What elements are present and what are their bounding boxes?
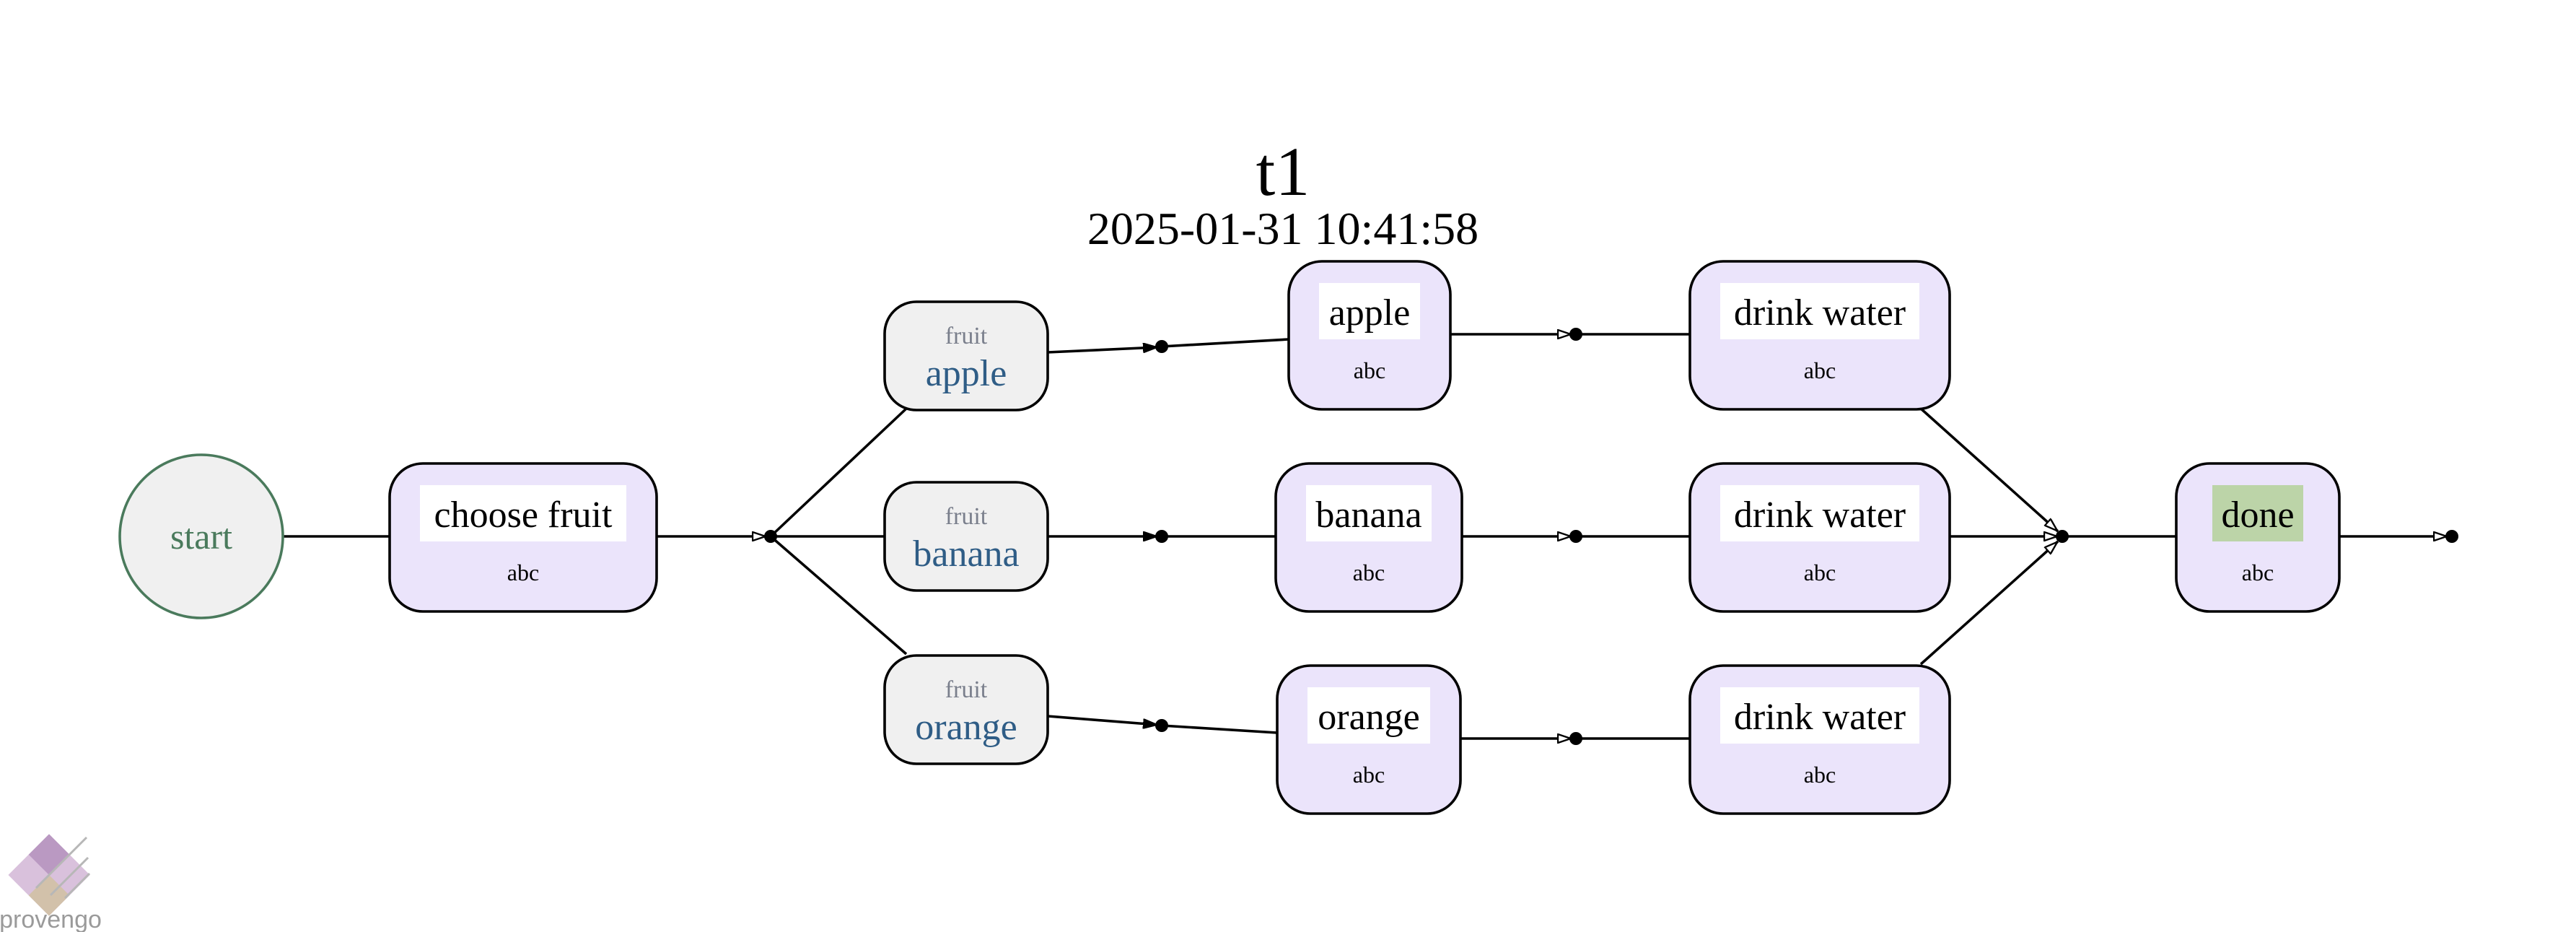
node-sub: abc bbox=[507, 559, 539, 585]
label-backdrop bbox=[1319, 283, 1420, 339]
node-label: drink water bbox=[1734, 697, 1906, 738]
node-label: choose fruit bbox=[434, 495, 613, 536]
label-backdrop bbox=[1307, 687, 1430, 744]
edge-junction-apple-event bbox=[769, 407, 908, 538]
junction-dot bbox=[1155, 719, 1168, 732]
event-kind: fruit bbox=[945, 323, 988, 349]
provengo-logo-text: provengo bbox=[0, 906, 102, 932]
edge-orange-event-dot bbox=[1047, 715, 1157, 725]
edge-drink1-merge bbox=[1919, 407, 2058, 531]
junction-dot bbox=[2056, 530, 2069, 543]
end-dot bbox=[2445, 530, 2458, 543]
edge-drink3-merge bbox=[1919, 541, 2058, 666]
state-node-done[interactable]: done abc bbox=[2175, 462, 2341, 613]
state-node-drink-water-1[interactable]: drink water abc bbox=[1688, 260, 1951, 411]
node-sub: abc bbox=[1804, 559, 1836, 585]
node-sub: abc bbox=[1354, 357, 1385, 383]
state-node-drink-water-3[interactable]: drink water abc bbox=[1688, 664, 1951, 815]
logo-lines bbox=[35, 836, 91, 900]
label-backdrop bbox=[1720, 687, 1919, 744]
node-label: apple bbox=[1329, 292, 1411, 334]
node-sub: abc bbox=[2242, 559, 2274, 585]
event-node-orange[interactable]: fruit orange bbox=[883, 654, 1049, 765]
event-value: banana bbox=[913, 533, 1019, 575]
start-label: start bbox=[170, 516, 232, 557]
edge-junction-orange-event bbox=[769, 535, 908, 656]
done-highlight bbox=[2212, 485, 2303, 541]
junction-dot bbox=[1569, 732, 1582, 745]
node-label: orange bbox=[1318, 697, 1419, 738]
state-node-drink-water-2[interactable]: drink water abc bbox=[1688, 462, 1951, 613]
node-label: drink water bbox=[1734, 495, 1906, 536]
edge-apple-event-dot bbox=[1047, 347, 1157, 354]
event-kind: fruit bbox=[945, 676, 988, 703]
edge-dot-apple bbox=[1161, 338, 1289, 348]
label-backdrop bbox=[1720, 283, 1919, 339]
label-backdrop bbox=[1306, 485, 1432, 541]
label-backdrop bbox=[1720, 485, 1919, 541]
node-label: done bbox=[2221, 495, 2294, 536]
label-backdrop bbox=[420, 485, 626, 541]
edges bbox=[283, 334, 2448, 739]
edge-dot-orange bbox=[1161, 724, 1278, 734]
junction-dot bbox=[1569, 328, 1582, 341]
event-value: orange bbox=[915, 707, 1017, 748]
junction-dot bbox=[1155, 530, 1168, 543]
junction-dot bbox=[1569, 530, 1582, 543]
node-label: banana bbox=[1315, 495, 1421, 536]
state-node-banana[interactable]: banana abc bbox=[1274, 462, 1463, 613]
state-node-orange[interactable]: orange abc bbox=[1276, 664, 1462, 815]
diagram-timestamp: 2025-01-31 10:41:58 bbox=[1087, 203, 1478, 254]
event-value: apple bbox=[926, 353, 1007, 394]
junction-dot bbox=[1155, 340, 1168, 353]
node-sub: abc bbox=[1353, 762, 1385, 788]
provengo-logo: provengo bbox=[0, 834, 102, 932]
event-node-apple[interactable]: fruit apple bbox=[883, 300, 1049, 411]
node-sub: abc bbox=[1353, 559, 1385, 585]
event-node-banana[interactable]: fruit banana bbox=[883, 481, 1049, 592]
node-label: drink water bbox=[1734, 292, 1906, 334]
junction-dots bbox=[764, 328, 2458, 745]
state-node-choose-fruit[interactable]: choose fruit abc bbox=[388, 462, 658, 613]
node-sub: abc bbox=[1804, 357, 1836, 383]
event-kind: fruit bbox=[945, 503, 988, 530]
state-node-apple[interactable]: apple abc bbox=[1287, 260, 1452, 411]
start-node[interactable]: start bbox=[118, 453, 284, 619]
junction-dot bbox=[764, 530, 777, 543]
node-sub: abc bbox=[1804, 762, 1836, 788]
diagram-title: t1 bbox=[1256, 133, 1310, 210]
